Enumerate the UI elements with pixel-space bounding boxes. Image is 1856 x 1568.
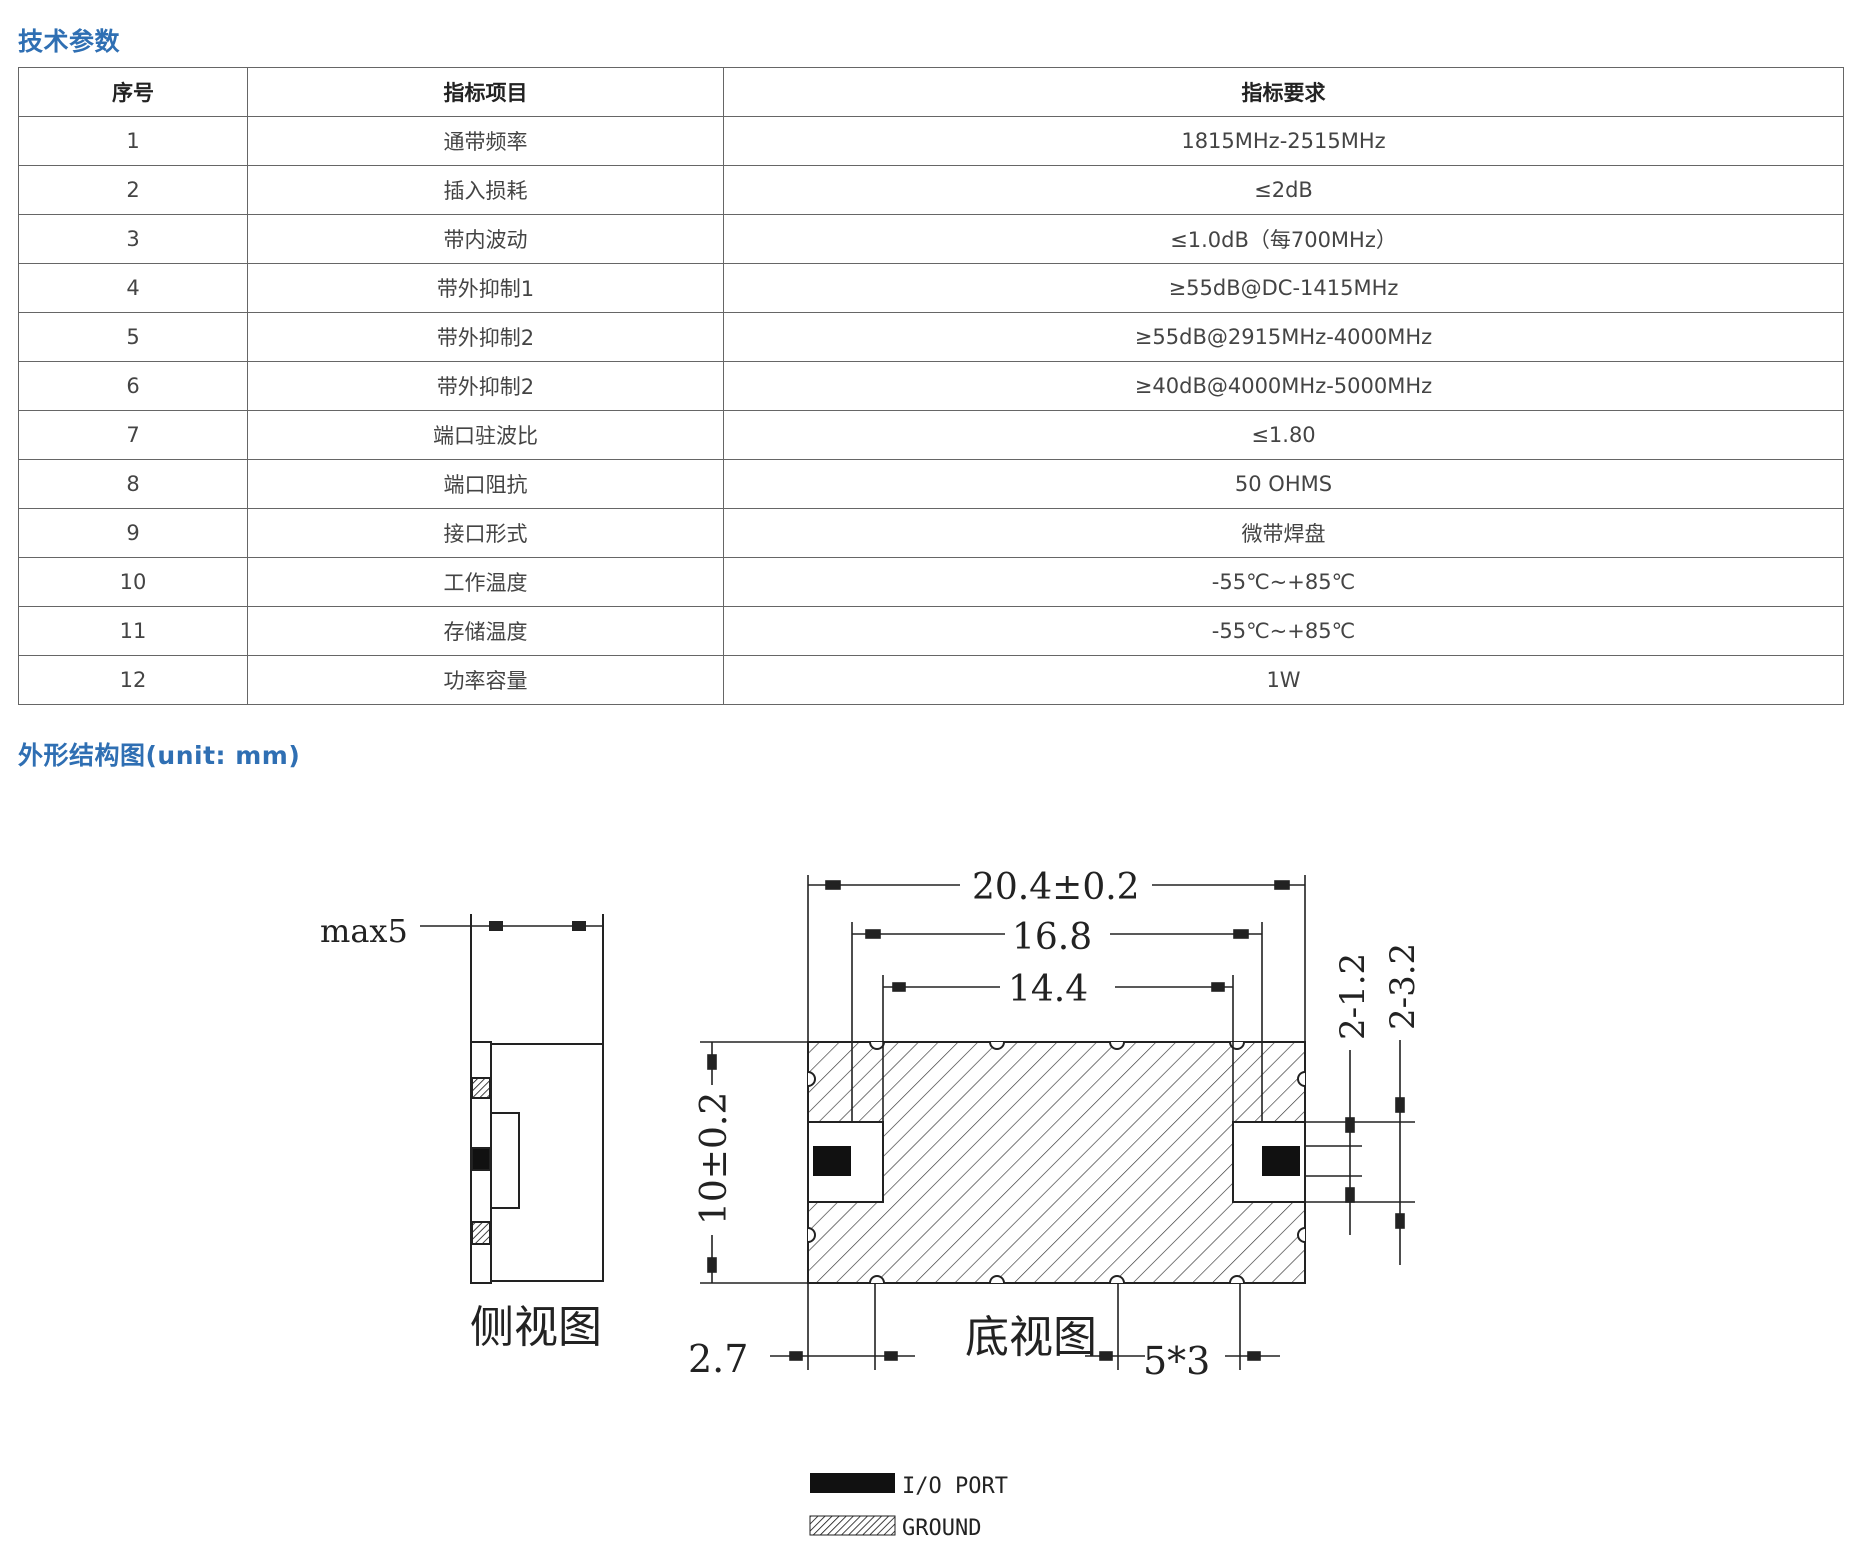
dim-notch-label: 5*3	[1143, 1339, 1210, 1383]
header-requirement: 指标要求	[723, 67, 1844, 117]
cell-item: 带内波动	[247, 214, 724, 264]
side-view	[420, 914, 604, 1284]
bottom-view	[807, 1041, 1306, 1284]
cell-requirement: -55℃~+85℃	[723, 606, 1844, 656]
dimension-lines	[700, 875, 1415, 1370]
cell-item: 带外抑制2	[247, 312, 724, 362]
dim-pad-span-label: 14.4	[1008, 969, 1088, 1010]
legend-io-swatch	[810, 1473, 895, 1493]
cell-index: 2	[18, 165, 248, 215]
dim-height-label: max5	[320, 912, 408, 950]
cell-index: 1	[18, 116, 248, 166]
cell-requirement: ≤1.0dB（每700MHz）	[723, 214, 1844, 264]
cell-index: 11	[18, 606, 248, 656]
dim-edge-label: 2.7	[688, 1337, 748, 1381]
cell-item: 存储温度	[247, 606, 724, 656]
dim-body-height-label: 10±0.2	[694, 1092, 735, 1225]
cell-item: 带外抑制1	[247, 263, 724, 313]
specs-section-title: 技术参数	[18, 27, 121, 56]
cell-index: 12	[18, 655, 248, 705]
cell-index: 7	[18, 410, 248, 460]
cell-item: 端口驻波比	[247, 410, 724, 460]
side-ground-pad	[471, 1221, 491, 1245]
cell-index: 8	[18, 459, 248, 509]
cell-item: 端口阻抗	[247, 459, 724, 509]
header-index: 序号	[18, 67, 248, 117]
cell-item: 功率容量	[247, 655, 724, 705]
legend-io-label: I/O PORT	[902, 1474, 1008, 1499]
io-port-left	[813, 1146, 851, 1176]
cell-item: 带外抑制2	[247, 361, 724, 411]
cell-requirement: ≥40dB@4000MHz-5000MHz	[723, 361, 1844, 411]
outline-section-title: 外形结构图(unit: mm)	[18, 741, 301, 770]
cell-index: 3	[18, 214, 248, 264]
cell-requirement: 50 OHMS	[723, 459, 1844, 509]
legend-ground-swatch	[809, 1515, 896, 1536]
cell-requirement: -55℃~+85℃	[723, 557, 1844, 607]
side-io-pad	[471, 1147, 491, 1171]
dim-inner-width-label: 16.8	[1012, 917, 1092, 958]
drawing-legend	[809, 1473, 896, 1536]
dim-pad-small-label: 2-1.2	[1333, 953, 1373, 1040]
io-port-right	[1262, 1146, 1300, 1176]
dim-total-width-label: 20.4±0.2	[972, 867, 1140, 908]
dim-pad-large-label: 2-3.2	[1383, 943, 1423, 1030]
side-ground-pad	[471, 1077, 491, 1099]
cell-item: 插入损耗	[247, 165, 724, 215]
cell-requirement: ≥55dB@2915MHz-4000MHz	[723, 312, 1844, 362]
cell-index: 9	[18, 508, 248, 558]
cell-requirement: ≥55dB@DC-1415MHz	[723, 263, 1844, 313]
legend-ground-label: GROUND	[902, 1516, 981, 1541]
cell-item: 通带频率	[247, 116, 724, 166]
cell-item: 工作温度	[247, 557, 724, 607]
cell-requirement: 1W	[723, 655, 1844, 705]
bottom-view-label: 底视图	[965, 1312, 1097, 1363]
cell-index: 10	[18, 557, 248, 607]
side-view-label: 侧视图	[470, 1302, 602, 1353]
